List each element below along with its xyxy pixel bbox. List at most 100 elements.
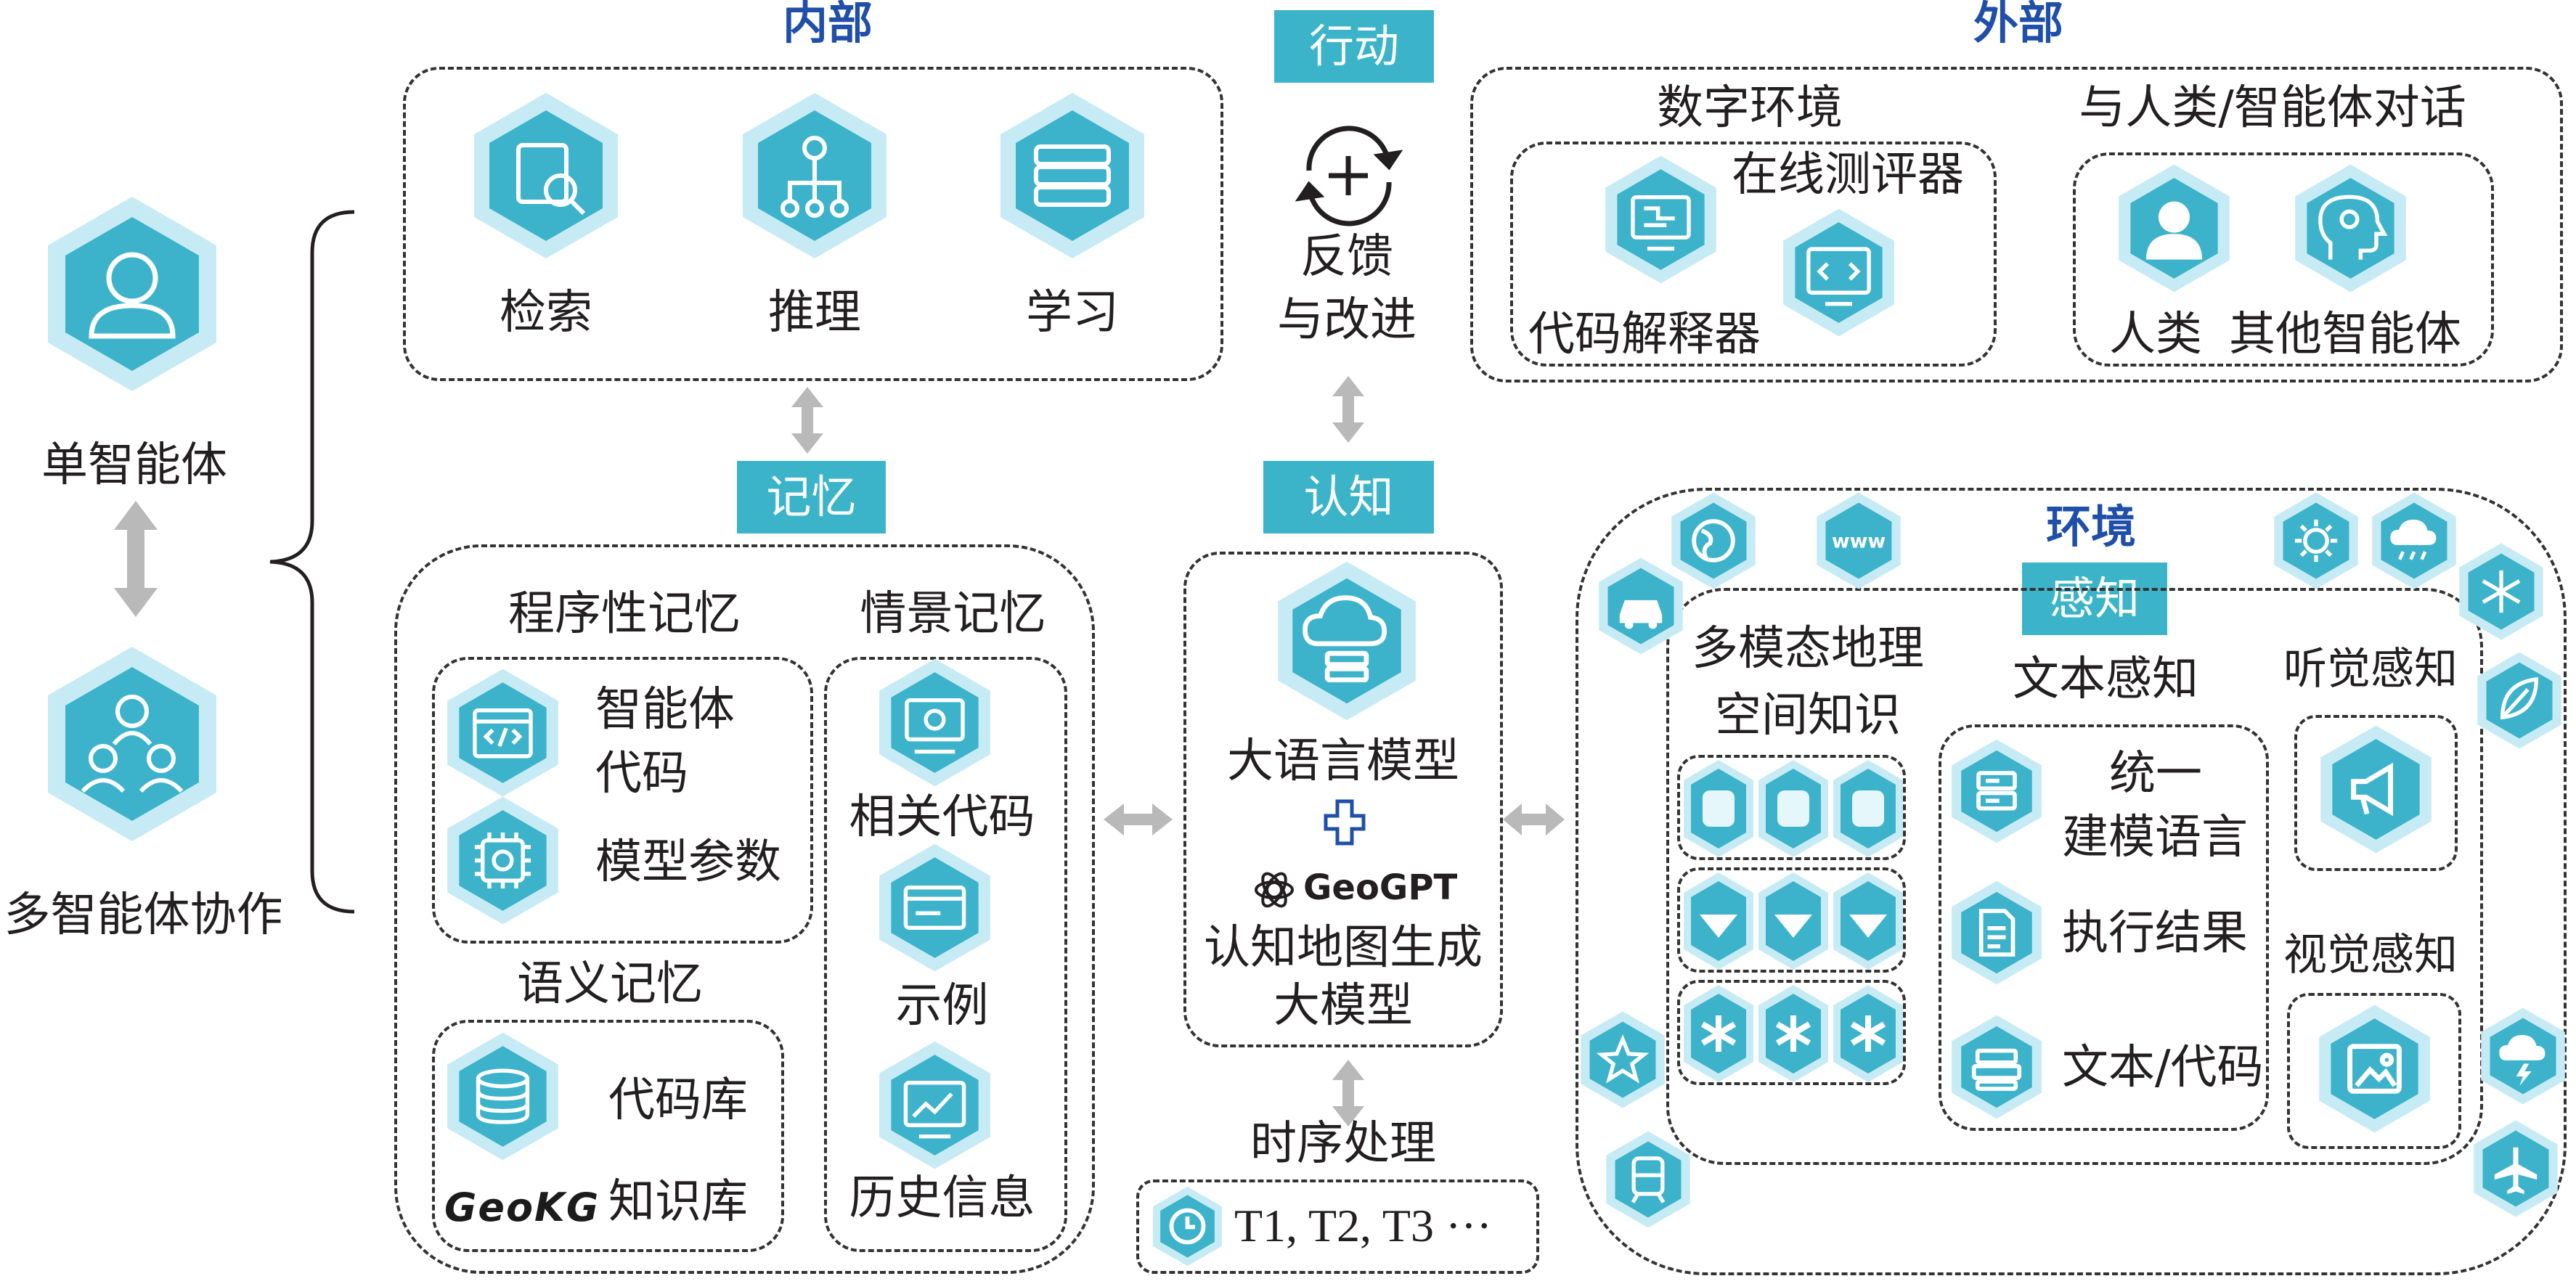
- www-hex: www: [1817, 492, 1901, 589]
- refresh-plus-icon: [1295, 126, 1403, 226]
- internal-memory-arrow: [791, 387, 823, 454]
- storm-hex: [2481, 1007, 2565, 1105]
- multi-agent-hex: [48, 647, 216, 841]
- cloud-rain-icon: [2390, 519, 2437, 560]
- airplane-icon: [2494, 1147, 2538, 1194]
- audio-hex: [2320, 725, 2432, 854]
- cognition-environment-arrow: [1503, 803, 1565, 835]
- clock-hex: [1153, 1186, 1222, 1267]
- geokg-logo: GeoKG: [444, 1185, 600, 1230]
- chip-icon: [474, 832, 531, 889]
- history-hex: [879, 1041, 990, 1169]
- learning-hex: [1000, 93, 1144, 258]
- semantic-memory-box: [432, 1020, 784, 1252]
- globe-icon: [1692, 519, 1735, 563]
- procedural-memory-box: [432, 657, 813, 944]
- cloud-rain-hex: [2372, 492, 2456, 589]
- related-code-label: 相关代码: [849, 790, 1035, 844]
- leaf-icon: [2500, 676, 2538, 720]
- perception-box: [1666, 588, 2483, 1165]
- gear-head-icon: [2318, 195, 2388, 260]
- human-label: 人类: [2109, 308, 2202, 361]
- uml-label-1: 统一: [2109, 747, 2202, 801]
- www-icon: www: [1832, 530, 1886, 552]
- svg-text:www: www: [1832, 530, 1886, 552]
- team-icon: [81, 695, 184, 793]
- cognition-temporal-arrow: [1332, 1060, 1364, 1126]
- train-hex: [1606, 1131, 1690, 1228]
- code-screen-icon: [1806, 247, 1871, 306]
- action-tag: 行动: [1274, 10, 1434, 83]
- retrieval-hex: [474, 93, 618, 258]
- cognitive-map-label-1: 认知地图生成: [1204, 921, 1483, 975]
- user-icon: [2145, 201, 2203, 260]
- related-code-hex: [879, 658, 990, 787]
- car-icon: [1619, 600, 1663, 629]
- retrieval-label: 检索: [500, 286, 592, 340]
- agent-code-label-2: 代码: [595, 747, 688, 801]
- exec-result-hex: [1952, 880, 2042, 985]
- single-agent-label: 单智能体: [41, 438, 227, 492]
- digital-env-box: [1510, 142, 1997, 367]
- model-params-label: 模型参数: [595, 835, 781, 889]
- online-judge-label: 在线测评器: [1732, 148, 1964, 202]
- code-interpreter-hex: [1605, 155, 1716, 284]
- timeline-label: T1, T2, T3 ···: [1234, 1200, 1492, 1251]
- card-icon: [903, 886, 966, 930]
- geogpt-logo: GeoGPT: [1303, 867, 1458, 908]
- stack-icon: [1971, 1048, 2022, 1091]
- single-agent-hex: [48, 197, 216, 391]
- geo-row-2-box: [1677, 867, 1906, 973]
- timeline-box: [1136, 1179, 1539, 1274]
- llm-label: 大语言模型: [1227, 735, 1459, 788]
- feedback-label-1: 反馈: [1300, 230, 1393, 284]
- feedback-label-2: 与改进: [1277, 293, 1417, 347]
- visual-hex: [2319, 1005, 2430, 1133]
- text-perception-box: [1939, 724, 2269, 1131]
- document-icon: [1978, 909, 2015, 957]
- environment-box: [1576, 488, 2567, 1275]
- model-params-hex: [447, 796, 558, 925]
- dialogue-label: 与人类/智能体对话: [2079, 81, 2466, 135]
- feedback-loop-icon: [1295, 126, 1403, 226]
- cloud-server-icon: [1303, 595, 1387, 683]
- internal-box: [403, 67, 1223, 381]
- geo-knowledge-label-2: 空间知识: [1715, 689, 1901, 743]
- globe-hex: [1671, 492, 1756, 589]
- reasoning-label: 推理: [768, 286, 861, 340]
- left-double-arrow: [114, 501, 158, 617]
- uml-hex: [1952, 739, 2042, 843]
- memory-cognition-arrow: [1104, 803, 1173, 835]
- uml-label-2: 建模语言: [2062, 811, 2248, 864]
- cognition-box: [1183, 552, 1503, 1047]
- memory-tag: 记忆: [737, 461, 886, 533]
- geo-knowledge-label-1: 多模态地理: [1692, 622, 1924, 676]
- memory-box: [394, 544, 1095, 1274]
- multi-agent-label: 多智能体协作: [4, 888, 283, 942]
- circuit-screen-icon: [1631, 195, 1691, 251]
- image-icon: [2347, 1044, 2402, 1094]
- other-agents-label: 其他智能体: [2229, 308, 2461, 361]
- other-agents-hex: [2295, 164, 2406, 293]
- code-base-hex: [447, 1032, 558, 1161]
- audio-perception-box: [2294, 715, 2458, 871]
- geo-tile-icons: [1684, 760, 1903, 1082]
- sun-hex: [2274, 492, 2358, 589]
- agent-code-label-1: 智能体: [595, 683, 735, 737]
- external-heading: 外部: [1973, 0, 2063, 49]
- reasoning-hex: [743, 93, 886, 258]
- agent-code-hex: [447, 668, 558, 797]
- snowflake-icon: [2482, 570, 2521, 613]
- internal-heading: 内部: [782, 0, 873, 49]
- browser-code-icon: [473, 708, 533, 758]
- books-icon: [1034, 144, 1111, 207]
- star-icon: [1596, 1034, 1650, 1084]
- episodic-memory-label: 情景记忆: [860, 587, 1046, 641]
- gpt-icon: [1255, 872, 1294, 908]
- text-perception-label: 文本感知: [2013, 653, 2198, 706]
- llm-hex: [1278, 561, 1416, 721]
- visual-perception-label: 视觉感知: [2283, 930, 2458, 981]
- train-icon: [1631, 1156, 1666, 1203]
- audio-perception-label: 听觉感知: [2283, 644, 2458, 695]
- cognitive-map-label-2: 大模型: [1273, 979, 1413, 1033]
